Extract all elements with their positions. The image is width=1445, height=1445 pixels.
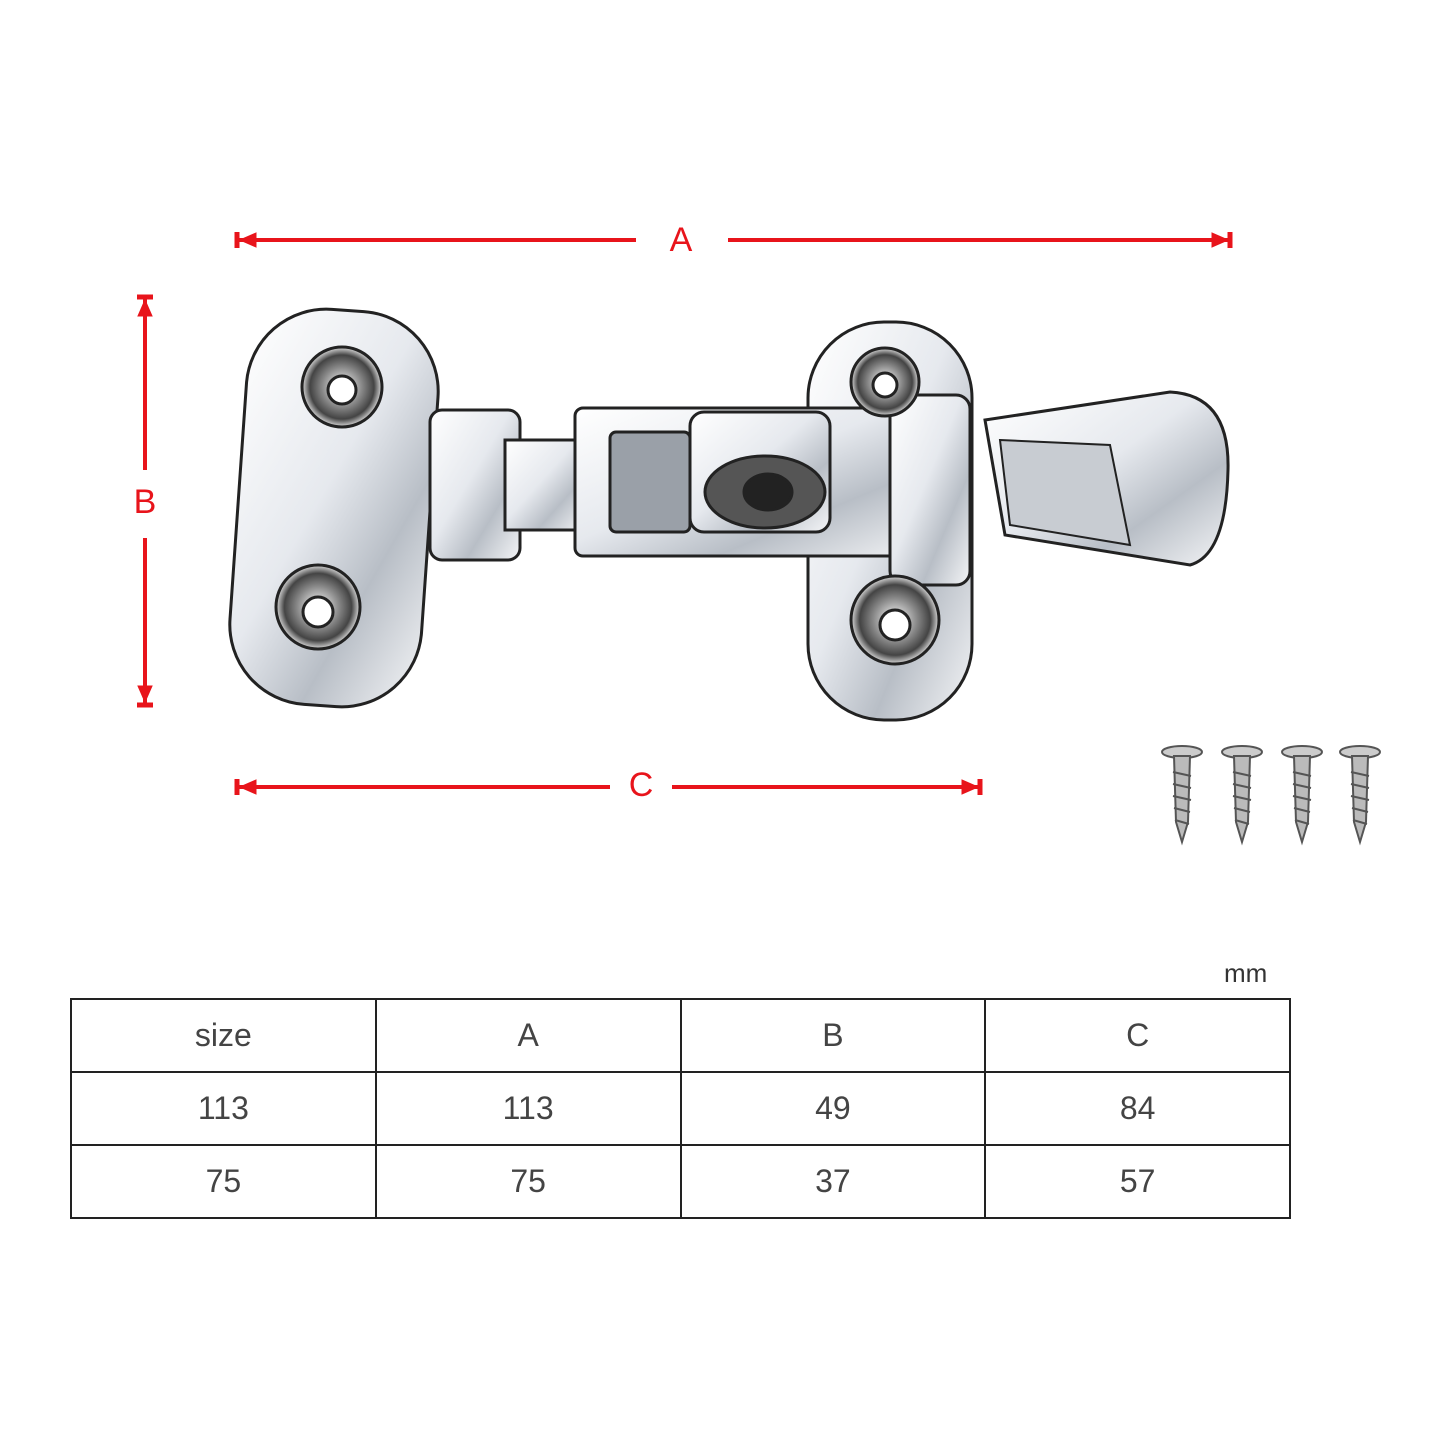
table-cell: 49 [679,1071,987,1146]
table-cell: 113 [70,1071,377,1146]
table-cell: 84 [984,1071,1291,1146]
table-row: 113 113 49 84 [70,1071,1291,1146]
dimension-c-label: C [622,768,660,802]
dimension-a-arrow [234,232,1233,248]
header-cell: C [984,998,1291,1073]
table-cell: 37 [679,1144,987,1219]
screws [1161,745,1381,846]
dimension-a-label: A [663,223,699,257]
dimension-b-arrow [137,294,153,708]
latch-product [228,307,1230,722]
table-cell: 57 [984,1144,1291,1219]
screw-icon [1281,745,1323,846]
dimension-c-arrow [234,779,983,795]
header-cell: A [374,998,682,1073]
header-cell: B [679,998,987,1073]
table-header-row: size A B C [70,998,1291,1073]
size-table: size A B C 113 113 49 84 75 75 37 57 [70,998,1291,1219]
header-cell: size [70,998,377,1073]
table-cell: 75 [70,1144,377,1219]
unit-label: mm [1224,958,1268,988]
table-row: 75 75 37 57 [70,1144,1291,1219]
screw-icon [1339,745,1381,846]
table-cell: 113 [374,1071,682,1146]
table-cell: 75 [374,1144,682,1219]
screw-icon [1221,745,1263,846]
screw-icon [1161,745,1203,846]
dimension-b-label: B [133,481,157,523]
